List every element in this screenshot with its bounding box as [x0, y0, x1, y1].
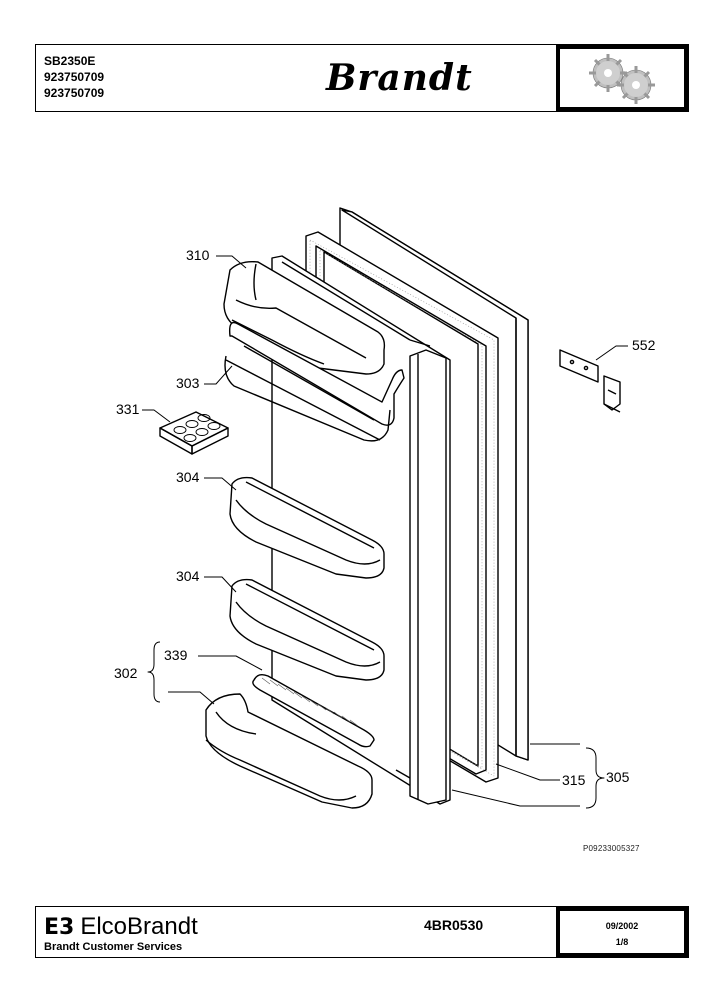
date-page-box: 09/2002 1/8	[556, 907, 688, 957]
figure-reference: P09233005327	[583, 844, 640, 853]
callout-302: 302	[114, 665, 138, 681]
brand-logo: Brandt	[326, 57, 473, 99]
part-339-lid	[252, 673, 375, 748]
product-code-1: 923750709	[44, 70, 105, 84]
model-codes: SB2350E 923750709 923750709	[44, 53, 104, 101]
part-302-bottle-shelf	[205, 693, 373, 809]
callout-304-a: 304	[176, 469, 200, 485]
callout-339: 339	[164, 647, 188, 663]
logo-text: ElcoBrandt	[80, 913, 198, 940]
header-box: SB2350E 923750709 923750709 Brandt	[35, 44, 689, 112]
part-304-shelf-a	[229, 476, 385, 579]
document-id: 4BR0530	[424, 917, 484, 933]
callout-305: 305	[606, 769, 630, 785]
part-310-cover	[223, 260, 386, 375]
callout-304-b: 304	[176, 568, 200, 584]
callout-leaders	[142, 255, 628, 705]
page-number: 1/8	[615, 937, 629, 947]
part-331-egg-tray	[159, 411, 229, 455]
callout-303: 303	[176, 375, 200, 391]
callout-lines-305	[451, 743, 605, 809]
product-code-2: 923750709	[44, 86, 105, 100]
part-304-shelf-b	[229, 578, 385, 681]
document-date: 09/2002	[605, 921, 639, 931]
logo-mark: E3	[44, 915, 75, 940]
gears-icon	[589, 54, 655, 104]
callout-310: 310	[186, 247, 210, 263]
callout-315: 315	[562, 772, 586, 788]
model-name: SB2350E	[44, 54, 96, 68]
callout-331: 331	[116, 401, 140, 417]
part-303-shelf	[224, 321, 405, 442]
part-552-hinge	[559, 349, 621, 413]
gears-box	[556, 45, 688, 111]
callout-552: 552	[632, 337, 656, 353]
service-name: Brandt Customer Services	[44, 941, 183, 953]
